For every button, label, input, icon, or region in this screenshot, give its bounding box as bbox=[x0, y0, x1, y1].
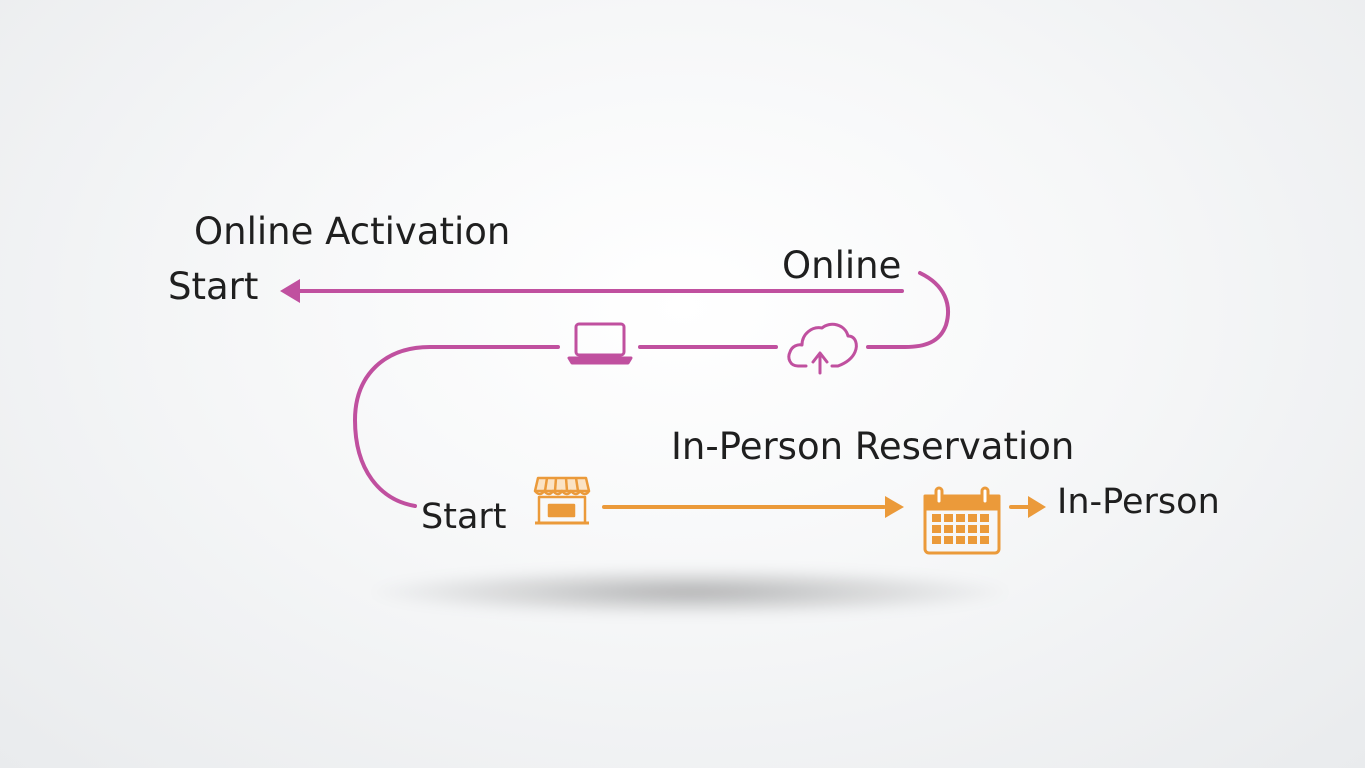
in-person-arrowhead-2 bbox=[1028, 496, 1046, 518]
in-person-start-label: Start bbox=[421, 497, 507, 537]
in-person-arrowhead-1 bbox=[885, 496, 904, 518]
storefront-icon bbox=[533, 476, 591, 525]
online-end-label: Online bbox=[782, 244, 902, 287]
cloud-upload-icon bbox=[787, 322, 858, 375]
online-start-label: Start bbox=[168, 265, 259, 308]
online-flow-title: Online Activation bbox=[194, 210, 511, 253]
laptop-icon bbox=[567, 322, 633, 365]
online-arrowhead bbox=[280, 279, 300, 303]
online-flow-path bbox=[294, 271, 951, 508]
online-left-loop bbox=[352, 345, 560, 508]
ground-shadow bbox=[370, 568, 1010, 616]
in-person-flow-title: In-Person Reservation bbox=[671, 425, 1075, 468]
online-right-curve bbox=[866, 271, 951, 349]
calendar-icon bbox=[923, 486, 1001, 555]
in-person-end-label: In-Person bbox=[1057, 482, 1220, 522]
